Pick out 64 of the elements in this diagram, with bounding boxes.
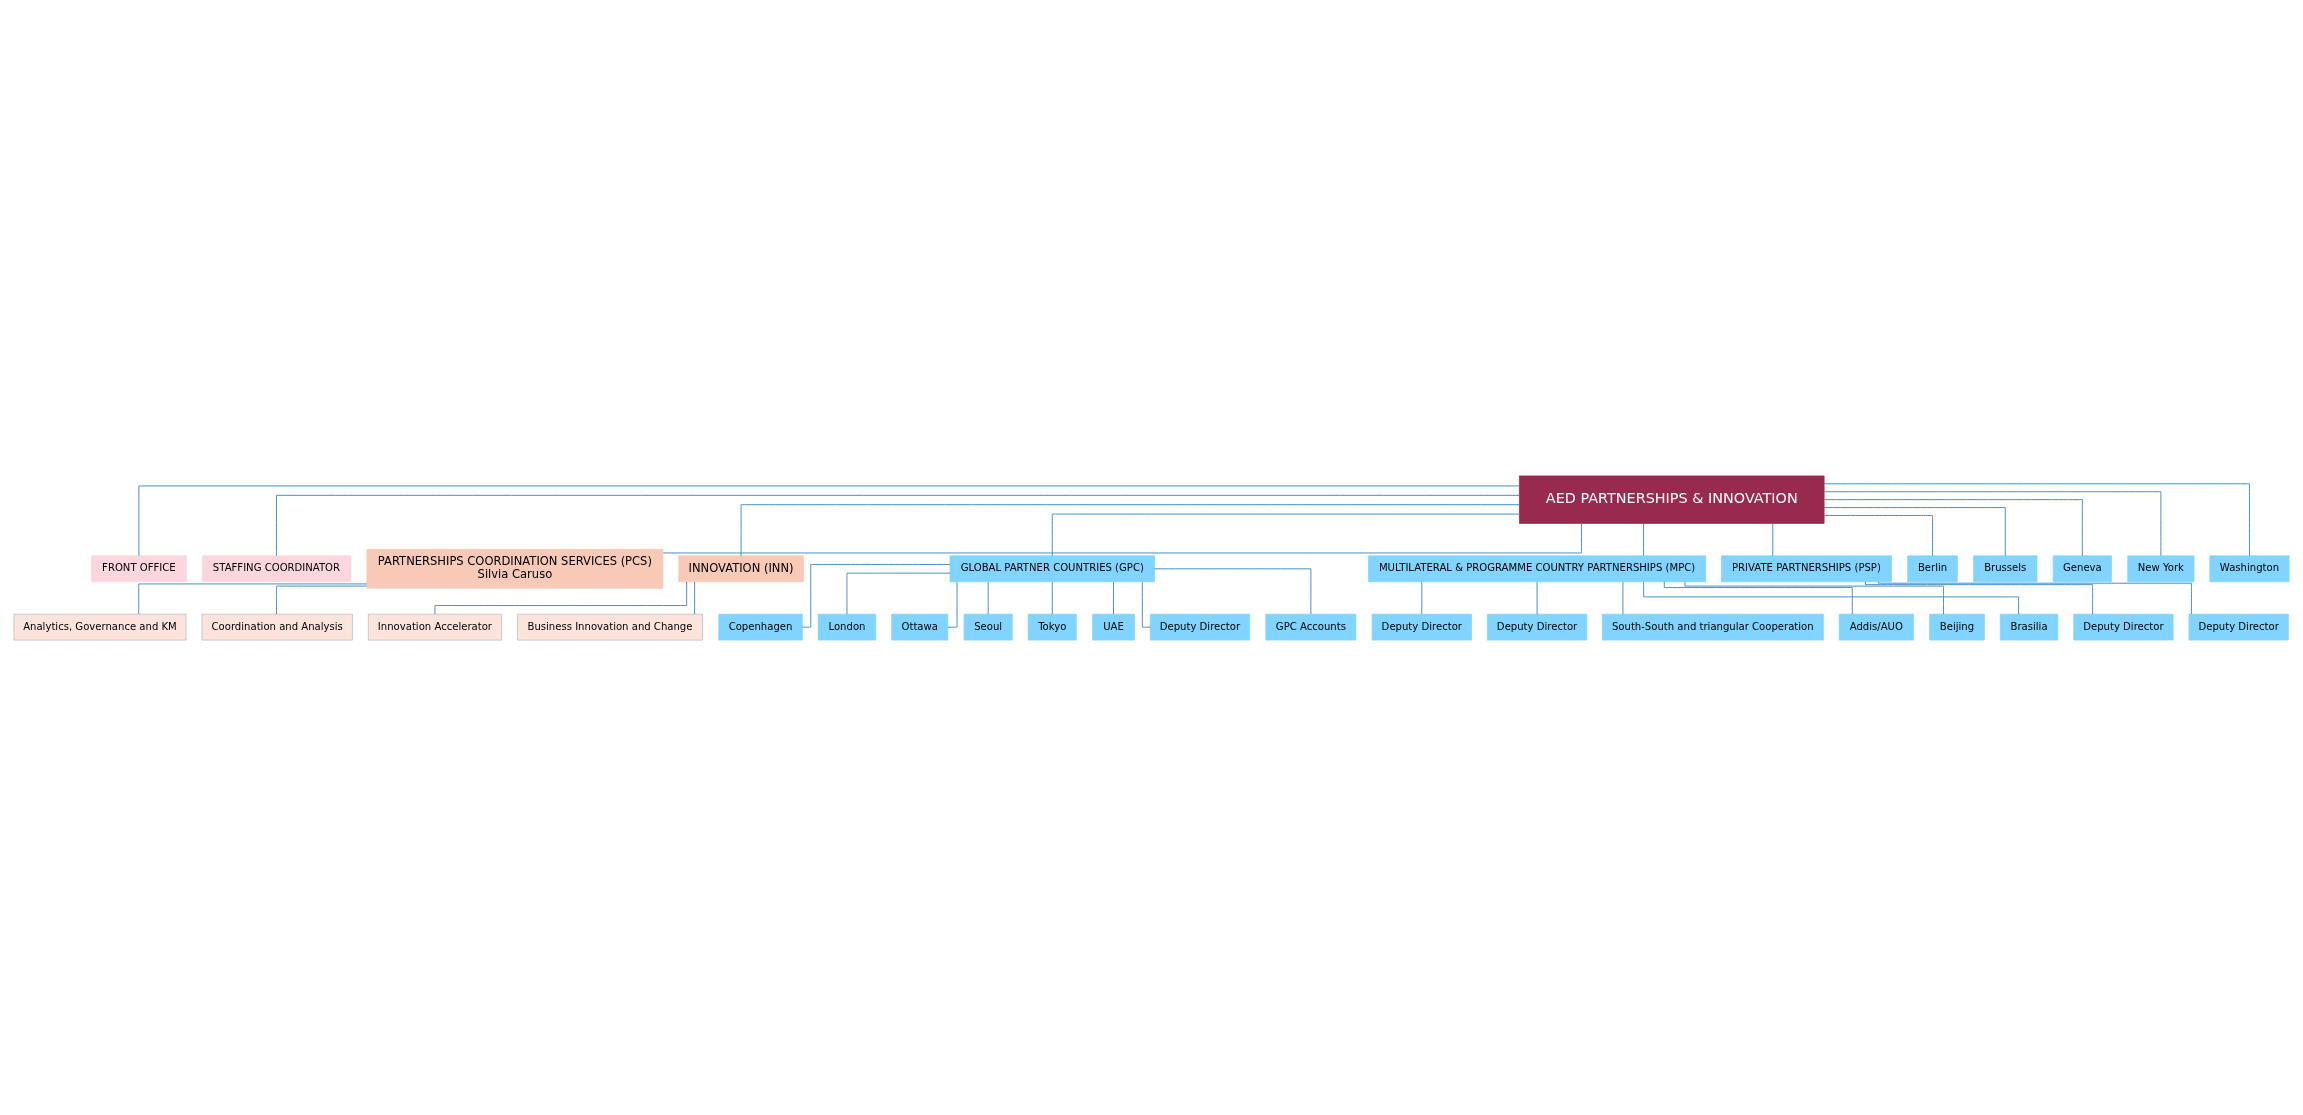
connector [1643,522,1644,556]
node-box: AED PARTNERSHIPS & INNOVATION [1519,475,1825,524]
node-box: Deputy Director [2073,613,2174,640]
connector [987,581,989,615]
node-box: PARTNERSHIPS COORDINATION SERVICES (PCS) Silvia Caruso [366,548,664,589]
node-box: Brasilia [1999,613,2059,640]
node-box: London [817,613,877,640]
connector [846,572,951,614]
node-box: STAFFING COORDINATOR [201,555,352,582]
node-box: South-South and triangular Cooperation [1601,613,1824,640]
connector [1772,522,1774,556]
node-box: Analytics, Governance and KM [13,613,187,640]
node-box: Geneva [2052,555,2112,582]
connector [1684,581,1944,615]
connector [276,585,368,615]
connector [1421,581,1423,615]
node-box: GLOBAL PARTNER COUNTRIES (GPC) [949,555,1155,582]
connector [1663,580,1853,615]
connector [1878,580,2192,614]
connector [1622,581,1624,615]
node-box: INNOVATION (INN) [678,555,804,582]
node-box: Berlin [1907,555,1958,582]
connector [1154,567,1312,614]
node-box: Beijing [1929,613,1985,640]
node-box: Business Innovation and Change [517,613,703,640]
connector [1823,514,1933,556]
node-box: Addis/AUO [1838,613,1914,640]
node-box: Coordination and Analysis [201,613,353,640]
connector [662,522,1582,553]
connector [1536,581,1538,615]
node-box: MULTILATERAL & PROGRAMME COUNTRY PARTNERSHIPS (MPC) [1368,555,1706,582]
connector [694,581,696,615]
connector [1113,581,1114,615]
connector [740,503,1520,556]
connector [1864,580,2094,615]
node-box: Ottawa [891,613,949,640]
connector [276,494,1520,556]
node-box: GPC Accounts [1265,613,1357,640]
connector [802,563,951,628]
connector [1051,513,1520,556]
connector [1051,581,1053,615]
node-box: PRIVATE PARTNERSHIPS (PSP) [1721,555,1892,582]
node-box: New York [2127,555,2195,582]
connector [1643,580,2020,615]
node-box: Seoul [963,613,1013,640]
connector [138,583,368,615]
node-box: Deputy Director [1149,613,1250,640]
node-box: Deputy Director [1371,613,1472,640]
node-box: Deputy Director [2188,613,2289,640]
connector [1823,482,2250,556]
connector [434,580,688,614]
node-box: Tokyo [1027,613,1077,640]
node-box: Innovation Accelerator [367,613,502,640]
node-box: Deputy Director [1487,613,1588,640]
connector [1823,490,2162,556]
connector [1823,506,2006,556]
node-box: FRONT OFFICE [91,555,187,582]
connector [1823,498,2083,556]
node-box: Brussels [1973,555,2038,582]
node-box: Washington [2209,555,2290,582]
node-box: Copenhagen [718,613,803,640]
connector [947,581,958,628]
connector [1141,581,1151,628]
node-box: UAE [1092,613,1135,640]
